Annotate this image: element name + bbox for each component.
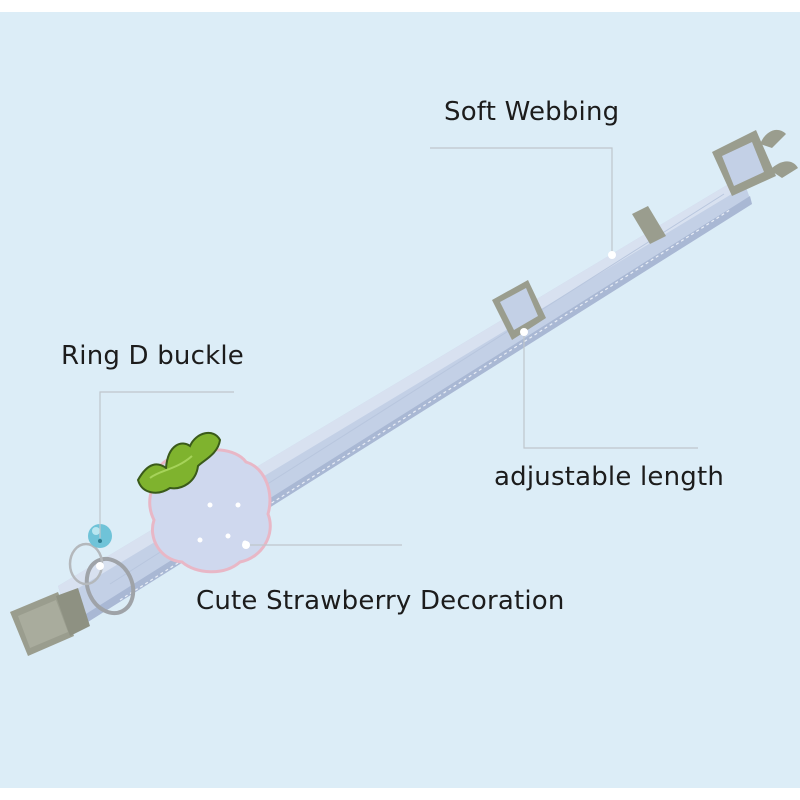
callout-dots bbox=[96, 251, 616, 570]
adjuster-buckle bbox=[492, 280, 546, 340]
dot-ring bbox=[96, 562, 104, 570]
release-buckle bbox=[10, 588, 90, 656]
strawberry-leaf bbox=[136, 431, 222, 494]
label-ring-d-buckle: Ring D buckle bbox=[61, 341, 244, 371]
label-adjustable-length: adjustable length bbox=[494, 462, 725, 492]
callout-lines bbox=[99, 147, 698, 546]
dot-soft-webbing bbox=[608, 251, 616, 259]
keeper-loop bbox=[632, 206, 666, 244]
callout-ring bbox=[99, 391, 234, 538]
callout-soft-webbing bbox=[430, 147, 613, 255]
label-strawberry-decoration: Cute Strawberry Decoration bbox=[196, 586, 565, 616]
end-buckle bbox=[712, 129, 798, 196]
dot-adjustable bbox=[520, 328, 528, 336]
dot-strawberry bbox=[242, 541, 250, 549]
callout-adjustable bbox=[523, 334, 698, 449]
label-soft-webbing: Soft Webbing bbox=[444, 97, 620, 127]
